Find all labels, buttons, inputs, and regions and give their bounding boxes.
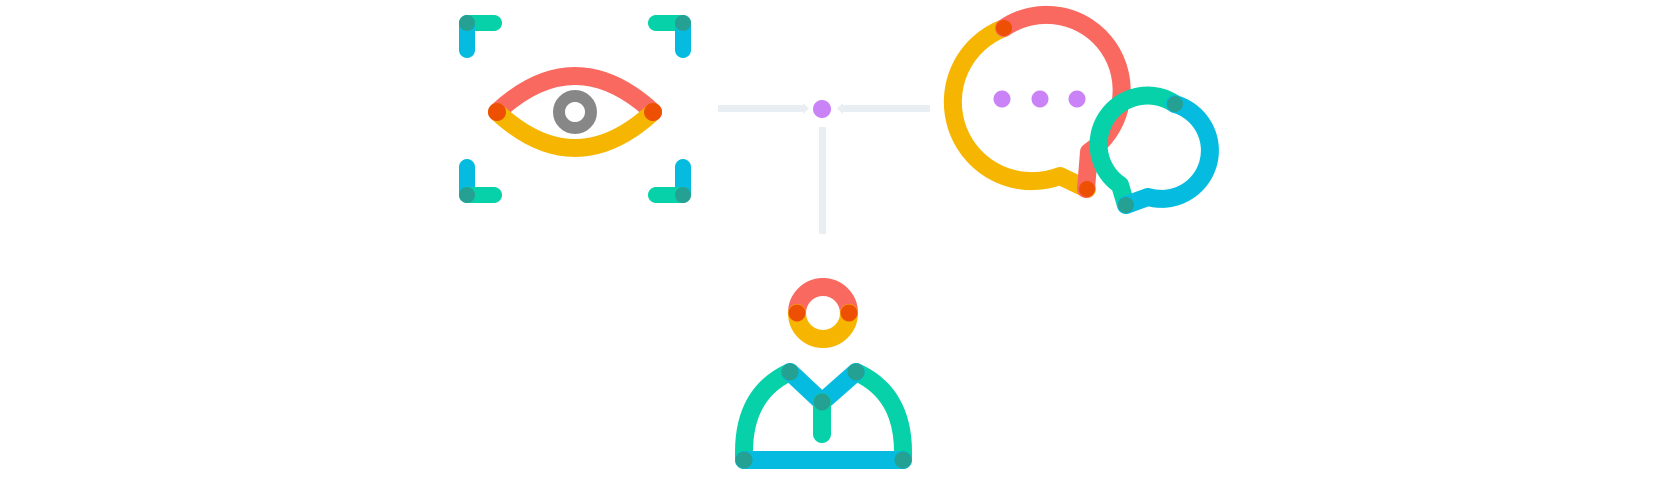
- eye-upper-lid: [488, 67, 662, 121]
- junction-dot: [813, 100, 831, 118]
- scan-frame-corners: [459, 15, 691, 203]
- small-speech-bubble: [1089, 86, 1219, 214]
- user-body: [735, 363, 912, 469]
- user-icon: [735, 278, 912, 469]
- eye-pupil: [553, 90, 597, 134]
- typing-indicator: [993, 90, 1086, 108]
- user-head: [788, 278, 858, 348]
- chat-bubbles-icon: [943, 5, 1219, 214]
- eye-scan-icon: [459, 15, 691, 203]
- eye-lower-lid: [488, 103, 662, 157]
- t-junction-connector: [718, 100, 930, 234]
